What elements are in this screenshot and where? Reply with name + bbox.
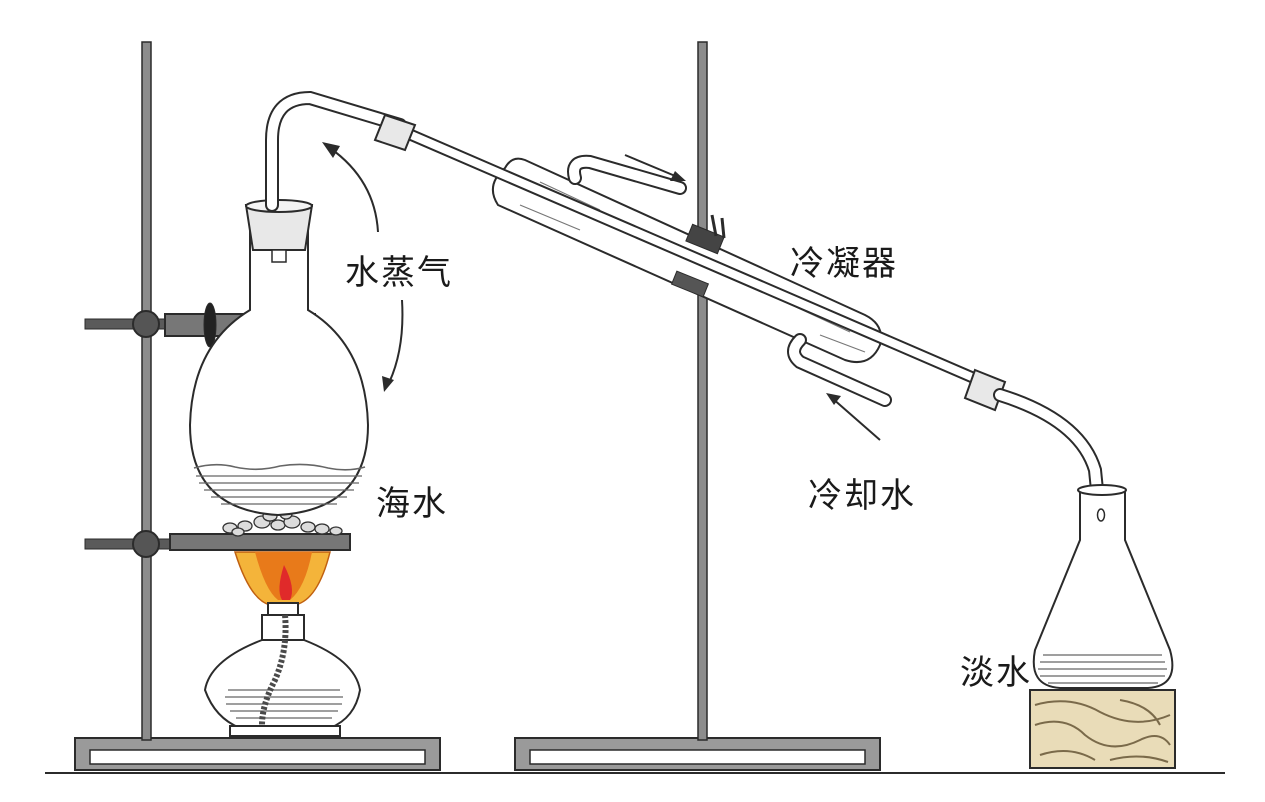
- left-stand-rod: [141, 41, 152, 741]
- seawater-surface: [193, 463, 366, 471]
- flame-core: [279, 565, 292, 600]
- label-cooling-water: 冷却水: [808, 476, 916, 516]
- steam-arrow-down: [382, 299, 404, 392]
- lamp-wick: [259, 614, 289, 726]
- label-steam: 水蒸气: [345, 253, 453, 293]
- cooling-water-arrow: [826, 393, 881, 441]
- distillation-flask: [188, 199, 370, 517]
- condenser: [373, 113, 1007, 412]
- wooden-block: [1029, 689, 1176, 769]
- boiling-chips: [222, 508, 343, 537]
- steam-arrow-up: [322, 142, 379, 233]
- lower-ring-clamp: [84, 530, 351, 558]
- label-fresh-water: 淡水: [960, 653, 1032, 693]
- alcohol-lamp: [203, 551, 362, 737]
- right-iron-stand: [514, 41, 881, 771]
- receiving-flask: [1032, 484, 1174, 689]
- water-out-arrow: [624, 154, 686, 181]
- lamp-body: [203, 639, 362, 729]
- condenser-clamp: [670, 214, 726, 298]
- left-iron-stand: [74, 41, 441, 771]
- label-condenser: 冷凝器: [790, 244, 898, 284]
- right-stand-rod: [697, 41, 708, 741]
- label-seawater: 海水: [376, 484, 448, 524]
